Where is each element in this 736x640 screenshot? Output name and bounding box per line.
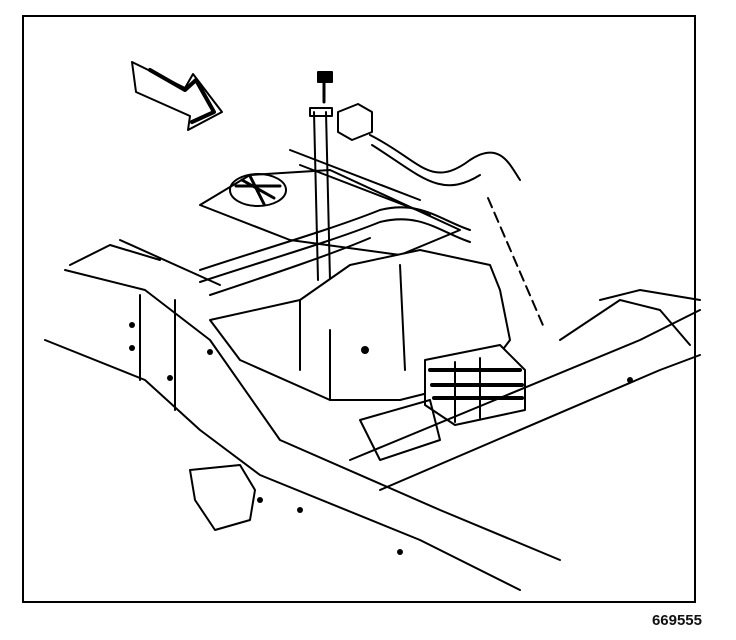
bolt xyxy=(317,71,333,104)
connector xyxy=(337,103,373,141)
guide-line xyxy=(487,197,546,331)
evap-canister xyxy=(424,344,526,426)
frame-holes xyxy=(129,322,633,555)
figure-number: 669555 xyxy=(651,612,702,629)
illustration-frame xyxy=(22,15,696,603)
front-direction-arrow xyxy=(131,61,223,131)
chassis-frame xyxy=(44,149,701,591)
tank-top-shield xyxy=(199,169,461,256)
tank-strap xyxy=(309,107,333,281)
fuel-lines xyxy=(199,134,521,296)
fuel-sender xyxy=(229,173,287,207)
